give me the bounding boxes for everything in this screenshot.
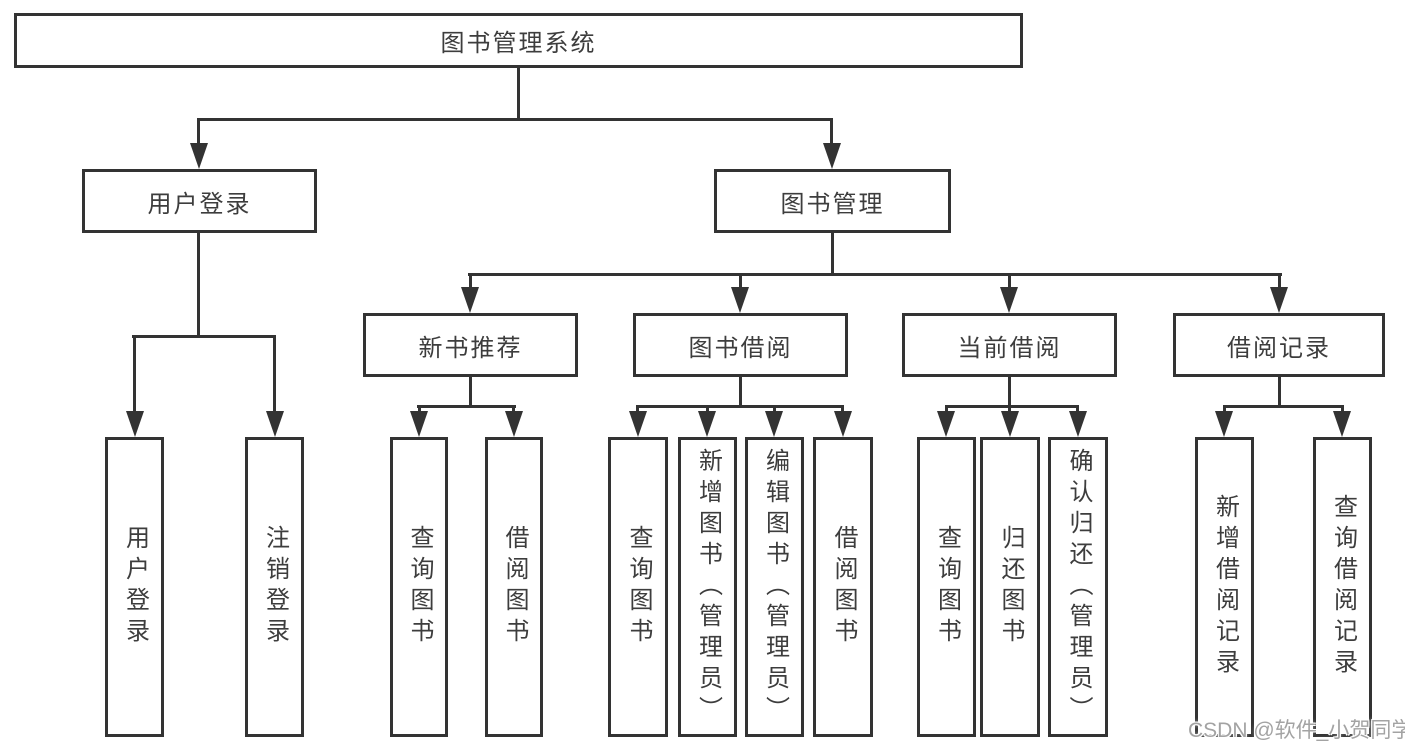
leaf-user-login: 用户登录 [105, 437, 164, 737]
leaf-confirm-return-admin-label: 确认归还（管理员） [1065, 447, 1092, 727]
leaf-query-borrow-record-label: 查询借阅记录 [1329, 494, 1357, 680]
arrow-down-icon [1215, 411, 1233, 437]
arrow-down-icon [1069, 411, 1087, 437]
arrow-down-icon [1000, 287, 1018, 313]
leaf-query-book-borrowing: 查询图书 [608, 437, 668, 737]
leaf-borrow-book-borrowing-label: 借阅图书 [830, 525, 857, 649]
leaf-logout: 注销登录 [245, 437, 304, 737]
connector-line [1223, 405, 1226, 415]
leaf-return-book-label: 归还图书 [997, 525, 1024, 649]
leaf-add-book-admin-label: 新增图书（管理员） [694, 447, 722, 727]
connector-line [1341, 405, 1344, 415]
arrow-down-icon [461, 287, 479, 313]
connector-line [830, 118, 833, 148]
leaf-query-book-borrowing-label: 查询图书 [625, 525, 652, 649]
node-library-system: 图书管理系统 [14, 13, 1023, 68]
leaf-add-borrow-record-label: 新增借阅记录 [1211, 494, 1239, 680]
connector-line [132, 335, 276, 338]
csdn-watermark: CSDN @软件_小贺同学 [1188, 719, 1405, 742]
arrow-down-icon [1001, 411, 1019, 437]
connector-line [273, 335, 276, 415]
node-book-management-label: 图书管理 [780, 190, 885, 218]
leaf-confirm-return-admin: 确认归还（管理员） [1048, 437, 1108, 737]
connector-line [197, 118, 200, 148]
connector-line [945, 405, 948, 415]
connector-line [1278, 377, 1281, 405]
connector-line [1008, 405, 1011, 415]
leaf-query-book-current: 查询图书 [917, 437, 976, 737]
arrow-down-icon [629, 411, 647, 437]
connector-line [418, 405, 421, 415]
connector-line [133, 335, 136, 415]
connector-line [636, 405, 639, 415]
arrow-down-icon [937, 411, 955, 437]
connector-line [1008, 377, 1011, 405]
node-book-borrowing: 图书借阅 [633, 313, 848, 377]
node-book-borrowing-label: 图书借阅 [688, 334, 793, 362]
node-borrowing-records: 借阅记录 [1173, 313, 1385, 377]
arrow-down-icon [190, 143, 208, 169]
node-current-borrowing-label: 当前借阅 [957, 334, 1062, 362]
connector-line [197, 118, 833, 121]
arrow-down-icon [1333, 411, 1351, 437]
node-new-book-recommendation: 新书推荐 [363, 313, 578, 377]
leaf-edit-book-admin: 编辑图书（管理员） [745, 437, 804, 737]
node-current-borrowing: 当前借阅 [902, 313, 1117, 377]
node-borrowing-records-label: 借阅记录 [1227, 334, 1331, 362]
connector-line [469, 377, 472, 405]
connector-line [739, 377, 742, 405]
arrow-down-icon [731, 287, 749, 313]
connector-line [945, 405, 1079, 408]
leaf-edit-book-admin-label: 编辑图书（管理员） [761, 447, 789, 727]
node-book-management: 图书管理 [714, 169, 951, 233]
connector-line [706, 405, 709, 415]
arrow-down-icon [823, 143, 841, 169]
leaf-query-borrow-record: 查询借阅记录 [1313, 437, 1372, 737]
leaf-logout-label: 注销登录 [261, 525, 289, 649]
arrow-down-icon [834, 411, 852, 437]
connector-line [831, 233, 834, 273]
connector-line [468, 273, 1282, 276]
connector-line [1008, 273, 1011, 291]
arrow-down-icon [698, 411, 716, 437]
connector-line [512, 405, 515, 415]
node-user-login: 用户登录 [82, 169, 317, 233]
leaf-borrow-book-recommend: 借阅图书 [485, 437, 543, 737]
arrow-down-icon [410, 411, 428, 437]
connector-line [517, 68, 520, 118]
arrow-down-icon [126, 411, 144, 437]
leaf-user-login-label: 用户登录 [121, 525, 149, 649]
connector-line [636, 405, 844, 408]
connector-line [739, 273, 742, 291]
connector-line [1076, 405, 1079, 415]
connector-line [469, 273, 472, 291]
leaf-add-book-admin: 新增图书（管理员） [678, 437, 737, 737]
arrow-down-icon [266, 411, 284, 437]
leaf-return-book: 归还图书 [980, 437, 1040, 737]
leaf-query-book-recommend: 查询图书 [390, 437, 448, 737]
connector-line [1223, 405, 1344, 408]
connector-line [841, 405, 844, 415]
connector-line [417, 405, 516, 408]
leaf-borrow-book-borrowing: 借阅图书 [813, 437, 873, 737]
node-library-system-label: 图书管理系统 [440, 30, 597, 57]
leaf-query-book-recommend-label: 查询图书 [406, 525, 433, 649]
leaf-query-book-current-label: 查询图书 [933, 525, 961, 649]
connector-line [197, 232, 200, 335]
arrow-down-icon [505, 411, 523, 437]
arrow-down-icon [1270, 287, 1288, 313]
node-new-book-recommendation-label: 新书推荐 [418, 334, 523, 362]
arrow-down-icon [765, 411, 783, 437]
connector-line [773, 405, 776, 415]
node-user-login-label: 用户登录 [147, 190, 252, 218]
leaf-add-borrow-record: 新增借阅记录 [1195, 437, 1254, 737]
leaf-borrow-book-recommend-label: 借阅图书 [501, 525, 528, 649]
connector-line [1278, 273, 1281, 291]
